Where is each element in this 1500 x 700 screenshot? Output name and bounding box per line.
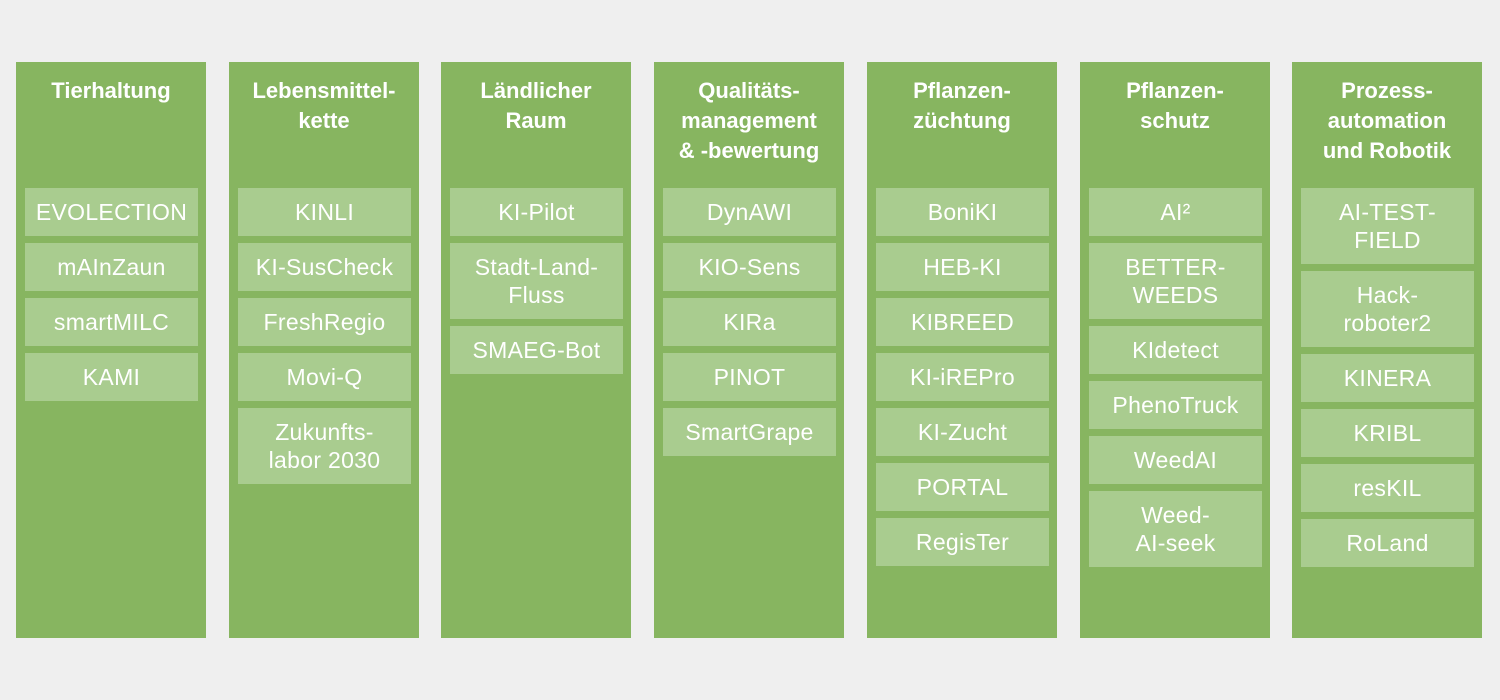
project-item: KINLI [238,188,411,236]
column-tierhaltung: Tierhaltung EVOLECTION mAInZaun smartMIL… [16,62,206,638]
project-item: PhenoTruck [1089,381,1262,429]
project-item: EVOLECTION [25,188,198,236]
project-list: DynAWI KIO-Sens KIRa PINOT SmartGrape [663,188,836,463]
project-item: RegisTer [876,518,1049,566]
project-item: mAInZaun [25,243,198,291]
project-list: AI² BETTER- WEEDS KIdetect PhenoTruck We… [1089,188,1262,574]
project-item: AI-TEST- FIELD [1301,188,1474,264]
column-laendlicher-raum: Ländlicher Raum KI-Pilot Stadt-Land- Flu… [441,62,631,638]
column-title: Pflanzen- züchtung [913,78,1011,133]
project-item: Weed- AI-seek [1089,491,1262,567]
column-title: Prozess- automation und Robotik [1322,78,1452,163]
project-item: KIO-Sens [663,243,836,291]
project-item: Stadt-Land- Fluss [450,243,623,319]
project-item: KI-iREPro [876,353,1049,401]
column-title: Tierhaltung [51,78,171,103]
project-item: BoniKI [876,188,1049,236]
project-item: BETTER- WEEDS [1089,243,1262,319]
project-list: KI-Pilot Stadt-Land- Fluss SMAEG-Bot [450,188,623,381]
column-pflanzenschutz: Pflanzen- schutz AI² BETTER- WEEDS KIdet… [1080,62,1270,638]
project-item: HEB-KI [876,243,1049,291]
project-item: PORTAL [876,463,1049,511]
column-prozessautomation: Prozess- automation und Robotik AI-TEST-… [1292,62,1482,638]
project-item: SMAEG-Bot [450,326,623,374]
project-item: Hack- roboter2 [1301,271,1474,347]
project-item: resKIL [1301,464,1474,512]
project-item: KI-SusCheck [238,243,411,291]
project-list: KINLI KI-SusCheck FreshRegio Movi-Q Zuku… [238,188,411,491]
column-title: Lebensmittel- kette [252,78,396,133]
project-item: KI-Zucht [876,408,1049,456]
column-qualitaetsmanagement: Qualitäts- management & -bewertung DynAW… [654,62,844,638]
project-item: DynAWI [663,188,836,236]
project-item: smartMILC [25,298,198,346]
column-lebensmittelkette: Lebensmittel- kette KINLI KI-SusCheck Fr… [229,62,419,638]
project-item: FreshRegio [238,298,411,346]
column-title: Ländlicher Raum [480,78,592,133]
project-item: PINOT [663,353,836,401]
project-item: KRIBL [1301,409,1474,457]
project-item: KAMI [25,353,198,401]
project-list: AI-TEST- FIELD Hack- roboter2 KINERA KRI… [1301,188,1474,574]
project-item: SmartGrape [663,408,836,456]
column-title: Pflanzen- schutz [1126,78,1224,133]
project-list: EVOLECTION mAInZaun smartMILC KAMI [25,188,198,408]
project-item: AI² [1089,188,1262,236]
project-item: Movi-Q [238,353,411,401]
project-item: KIdetect [1089,326,1262,374]
column-pflanzenzuechtung: Pflanzen- züchtung BoniKI HEB-KI KIBREED… [867,62,1057,638]
column-title: Qualitäts- management & -bewertung [678,78,820,163]
project-item: Zukunfts- labor 2030 [238,408,411,484]
project-item: KI-Pilot [450,188,623,236]
project-item: WeedAI [1089,436,1262,484]
project-list: BoniKI HEB-KI KIBREED KI-iREPro KI-Zucht… [876,188,1049,573]
project-item: KIBREED [876,298,1049,346]
project-item: KINERA [1301,354,1474,402]
project-item: RoLand [1301,519,1474,567]
project-item: KIRa [663,298,836,346]
